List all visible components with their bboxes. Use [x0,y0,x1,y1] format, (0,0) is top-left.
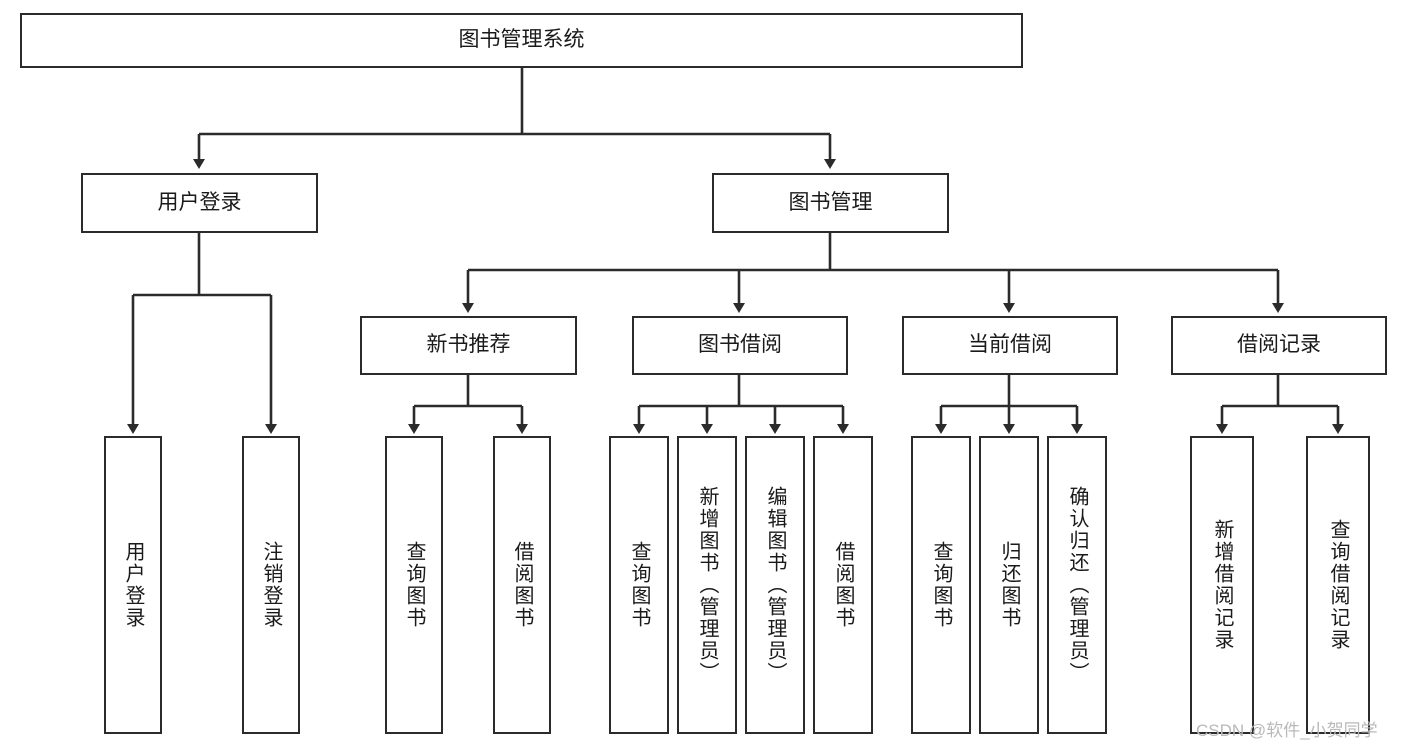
node-borrow-record[interactable]: 借阅记录 [1171,316,1387,375]
leaf-current-borrow-return-label: 归还图书 [998,541,1020,629]
leaf-book-borrow-edit[interactable]: 编辑图书（管理员） [745,436,805,734]
leaf-book-borrow-edit-label: 编辑图书（管理员） [764,486,786,684]
leaf-book-borrow-borrow[interactable]: 借阅图书 [813,436,873,734]
leaf-user-login-logout-label: 注销登录 [260,541,282,629]
node-book-manage[interactable]: 图书管理 [712,173,949,233]
leaf-book-borrow-query[interactable]: 查询图书 [609,436,669,734]
leaf-current-borrow-query[interactable]: 查询图书 [911,436,971,734]
leaf-current-borrow-query-label: 查询图书 [930,541,952,629]
node-book-borrow[interactable]: 图书借阅 [632,316,848,375]
leaf-book-borrow-borrow-label: 借阅图书 [832,541,854,629]
node-borrow-record-label: 借阅记录 [1237,333,1321,357]
node-new-book-recommend-label: 新书推荐 [426,333,511,357]
leaf-borrow-record-query[interactable]: 查询借阅记录 [1306,436,1370,734]
leaf-current-borrow-confirm[interactable]: 确认归还（管理员） [1047,436,1107,734]
leaf-book-borrow-query-label: 查询图书 [628,541,650,629]
leaf-new-book-query-label: 查询图书 [403,541,425,629]
leaf-new-book-query[interactable]: 查询图书 [385,436,443,734]
node-book-manage-label: 图书管理 [788,190,873,214]
node-root-label: 图书管理系统 [458,28,585,52]
leaf-new-book-borrow-label: 借阅图书 [511,541,533,629]
leaf-current-borrow-return[interactable]: 归还图书 [979,436,1039,734]
node-root[interactable]: 图书管理系统 [20,13,1023,68]
leaf-book-borrow-add[interactable]: 新增图书（管理员） [677,436,737,734]
leaf-borrow-record-add-label: 新增借阅记录 [1211,519,1233,651]
leaf-borrow-record-add[interactable]: 新增借阅记录 [1190,436,1254,734]
node-user-login[interactable]: 用户登录 [81,173,318,233]
leaf-user-login-logout[interactable]: 注销登录 [242,436,300,734]
node-user-login-label: 用户登录 [157,190,242,214]
leaf-current-borrow-confirm-label: 确认归还（管理员） [1066,486,1088,684]
leaf-book-borrow-add-label: 新增图书（管理员） [696,486,718,684]
node-current-borrow-label: 当前借阅 [968,333,1052,357]
node-book-borrow-label: 图书借阅 [698,333,782,357]
node-current-borrow[interactable]: 当前借阅 [902,316,1118,375]
leaf-borrow-record-query-label: 查询借阅记录 [1327,519,1349,651]
leaf-user-login-login-label: 用户登录 [122,541,144,629]
leaf-new-book-borrow[interactable]: 借阅图书 [493,436,551,734]
node-new-book-recommend[interactable]: 新书推荐 [360,316,577,375]
leaf-user-login-login[interactable]: 用户登录 [104,436,162,734]
